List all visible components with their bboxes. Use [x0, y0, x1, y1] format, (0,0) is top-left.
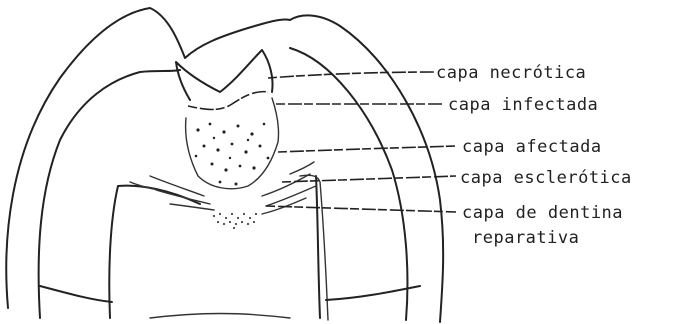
- root-base-left: [40, 286, 112, 302]
- pulp-chamber-right: [300, 175, 328, 320]
- reparative-dentin-stipple: [213, 213, 257, 229]
- necrotic-layer-boundary: [188, 92, 268, 110]
- label-capa-afectada: capa afectada: [462, 137, 602, 157]
- leader-line-dentina: [266, 206, 456, 212]
- label-capa-infectada: capa infectada: [448, 95, 598, 115]
- affected-layer-stipple: [195, 123, 270, 186]
- label-capa-necrotica: capa necrótica: [436, 63, 586, 83]
- label-capa-dentina-line2: reparativa: [472, 228, 579, 248]
- root-bottom-line: [150, 314, 290, 319]
- label-capa-esclerotica: capa esclerótica: [460, 168, 632, 188]
- leader-line-necrotica: [268, 72, 434, 78]
- root-base-right: [326, 286, 420, 300]
- enamel-outer-outline: [6, 8, 443, 322]
- label-capa-dentina-line1: capa de dentina: [462, 203, 623, 223]
- leader-line-esclerotica: [282, 176, 456, 182]
